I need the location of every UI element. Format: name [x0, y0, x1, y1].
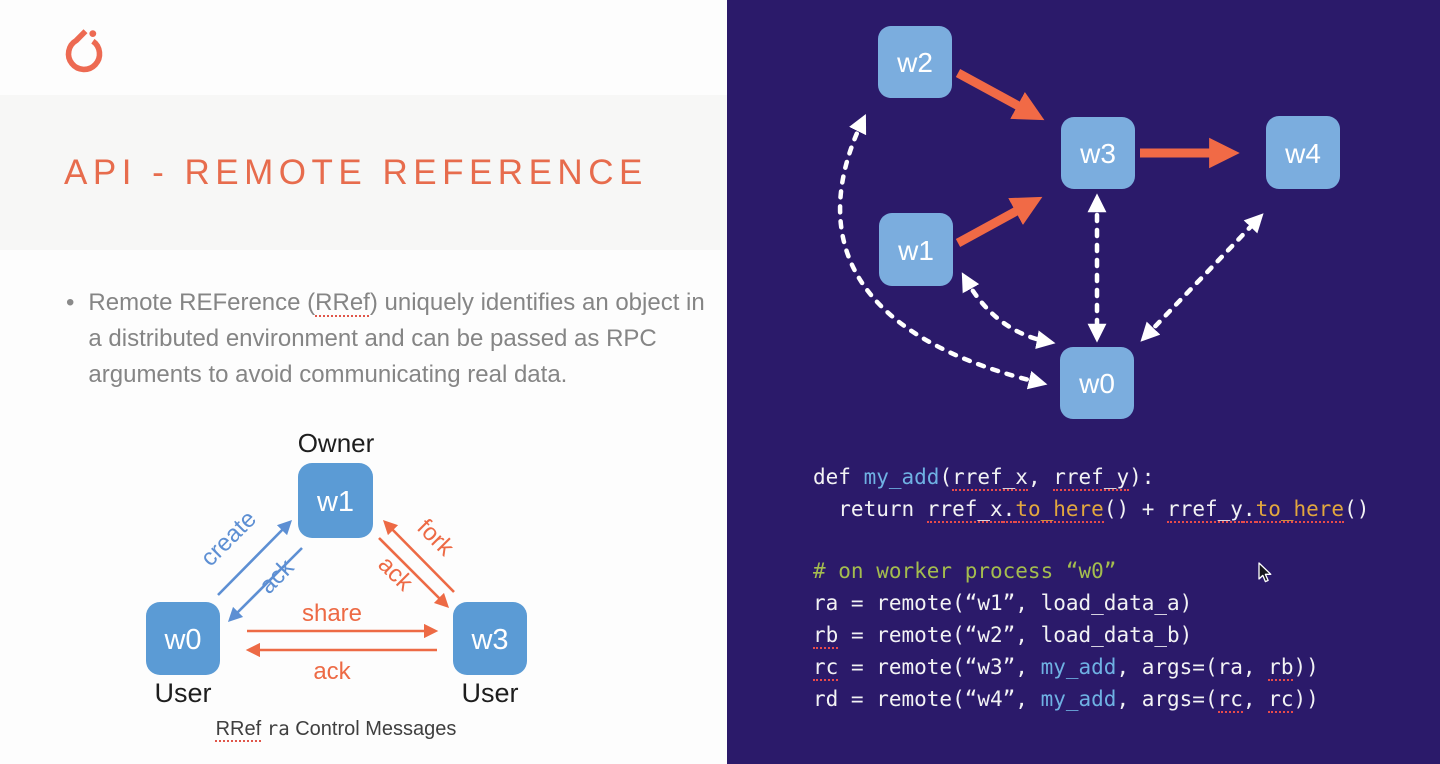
- ack-share-label: ack: [313, 658, 351, 685]
- code-line: rb = remote(“w2”, load_data_b): [813, 623, 1193, 649]
- node-w0: w0: [146, 602, 220, 675]
- svg-text:w0: w0: [1078, 368, 1115, 399]
- create-arrow: [217, 519, 293, 596]
- svg-text:w0: w0: [163, 624, 201, 656]
- rref-term: RRef: [315, 289, 370, 316]
- svg-text:w4: w4: [1284, 138, 1321, 169]
- node-w3: w3: [453, 602, 527, 675]
- svg-text:w3: w3: [470, 624, 508, 656]
- left-slide-panel: API - REMOTE REFERENCE • Remote REFerenc…: [0, 29, 727, 740]
- code-line: rc = remote(“w3”, my_add, args=(ra, rb)): [813, 655, 1319, 681]
- node-w3: w3: [1061, 117, 1135, 189]
- caption-var: ra: [266, 718, 290, 740]
- share-label: share: [302, 600, 362, 627]
- worker-graph-diagram: w2 w3 w4 w1 w0: [837, 26, 1340, 419]
- diagram-caption: RRef ra Control Messages: [215, 718, 457, 740]
- svg-text:w1: w1: [316, 486, 354, 518]
- bullet-text: Remote REFerence (RRef) uniquely identif…: [88, 289, 705, 388]
- control-messages-diagram: Owner create ack fork ack share ack: [146, 428, 527, 708]
- node-w1: w1: [879, 213, 953, 286]
- mouse-cursor-icon: [1258, 562, 1272, 583]
- dashed-edge-w0-w4: [1140, 213, 1264, 342]
- ack-blue-label: ack: [254, 553, 300, 599]
- user-label-right: User: [461, 678, 518, 708]
- code-line: return rref_x.to_here() + rref_y.to_here…: [813, 497, 1370, 523]
- pytorch-logo-icon: [65, 29, 103, 73]
- ack-fork-arrow: [378, 537, 450, 609]
- code-line: rd = remote(“w4”, my_add, args=(rc, rc)): [813, 687, 1319, 713]
- node-w1: w1: [298, 463, 373, 538]
- code-block-my-add: def my_add(rref_x, rref_y): return rref_…: [813, 461, 1369, 525]
- bullet-dot: •: [66, 289, 75, 316]
- dashed-edge-w2-w0: [837, 114, 1048, 390]
- orange-edge-w1-w3: [955, 196, 1043, 247]
- fork-arrow: [382, 519, 455, 593]
- caption-rref: RRef: [215, 718, 262, 740]
- user-label-left: User: [154, 678, 211, 708]
- code-block-worker-w0: # on worker process “w0” ra = remote(“w1”…: [813, 555, 1319, 715]
- svg-text:w1: w1: [897, 235, 934, 266]
- node-w2: w2: [878, 26, 952, 98]
- ack-fork-label: ack: [373, 551, 419, 597]
- background-band: [0, 95, 727, 250]
- node-w4: w4: [1266, 116, 1340, 189]
- ack-arrow-blue: [227, 547, 303, 623]
- owner-label: Owner: [298, 428, 375, 458]
- code-line: def my_add(rref_x, rref_y):: [813, 465, 1155, 491]
- page-title: API - REMOTE REFERENCE: [64, 153, 648, 192]
- orange-edge-w2-w3: [955, 69, 1045, 121]
- right-slide-panel: w2 w3 w4 w1 w0 def my_add(rref_x, rref_y…: [727, 0, 1440, 764]
- code-line: ra = remote(“w1”, load_data_a): [813, 591, 1193, 615]
- svg-text:w3: w3: [1079, 138, 1116, 169]
- code-line: # on worker process “w0”: [813, 559, 1117, 583]
- node-w0: w0: [1060, 347, 1134, 419]
- bullet-point: • Remote REFerence (RRef) uniquely ident…: [66, 285, 721, 393]
- dashed-edge-w1-w0: [961, 272, 1056, 350]
- svg-text:w2: w2: [896, 47, 933, 78]
